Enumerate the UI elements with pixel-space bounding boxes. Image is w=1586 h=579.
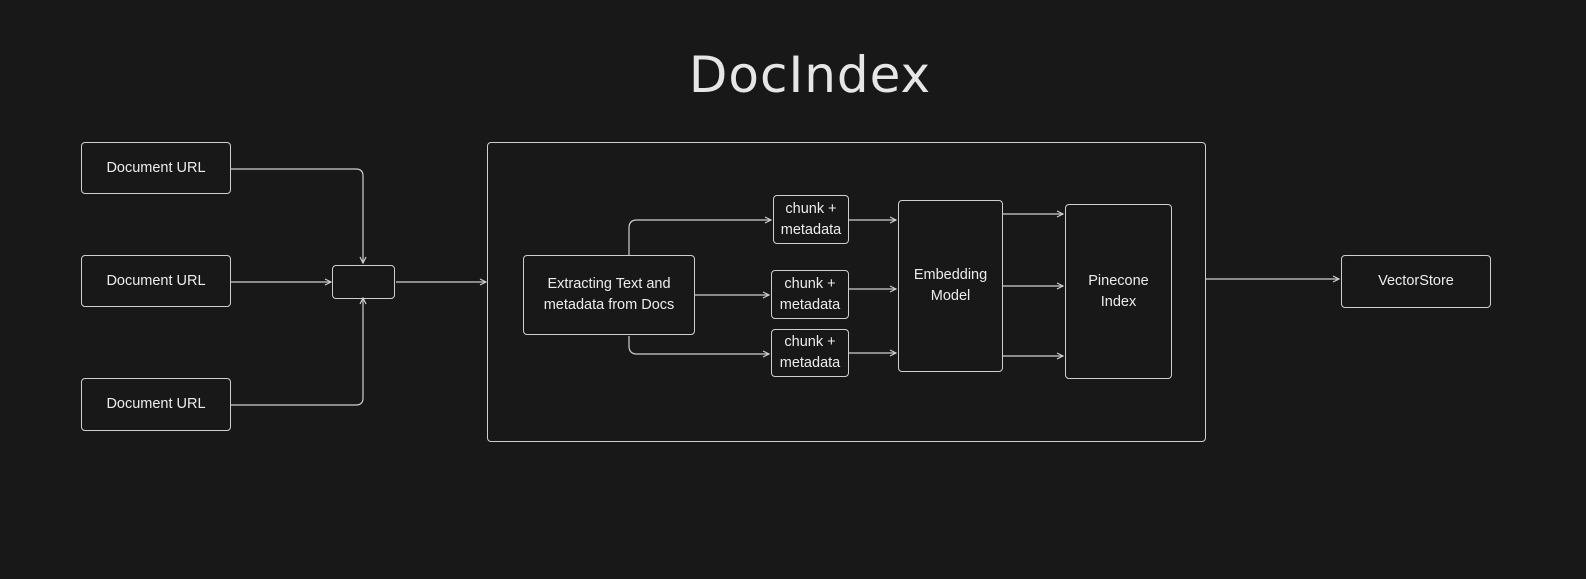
- chunk-label-line2: metadata: [779, 355, 841, 371]
- document-url-label: Document URL: [106, 396, 206, 412]
- chunk-label-line1: chunk +: [784, 334, 836, 350]
- pipeline-container: [487, 142, 1206, 442]
- pinecone-index-node: Pinecone Index: [1065, 204, 1172, 379]
- vectorstore-label: VectorStore: [1378, 273, 1454, 289]
- diagram-title: DocIndex: [688, 46, 932, 104]
- document-url-label: Document URL: [106, 159, 206, 176]
- embedding-model-node: Embedding Model: [898, 200, 1003, 372]
- edge-extract-chunk3: [628, 336, 769, 354]
- document-url-label: Document URL: [106, 272, 206, 289]
- embedding-label-line2: Model: [930, 288, 971, 304]
- edge-url3-merge: [230, 298, 363, 406]
- extractor-node: Extracting Text and metadata from Docs: [523, 255, 695, 335]
- document-url-node-3: Document URL: [81, 378, 231, 431]
- chunk-label-line1: chunk +: [784, 275, 836, 292]
- chunk-label-line2: metadata: [779, 296, 841, 313]
- edge-extract-chunk1: [628, 220, 771, 255]
- chunk-label-line1: chunk +: [785, 200, 837, 217]
- document-url-node-1: Document URL: [81, 142, 231, 194]
- edge-url1-merge: [230, 168, 363, 263]
- extractor-label-line2: metadata from Docs: [543, 297, 675, 313]
- extractor-label-line1: Extracting Text and: [547, 276, 671, 292]
- chunk-node-1: chunk + metadata: [773, 195, 849, 244]
- chunk-label-line2: metadata: [780, 221, 842, 238]
- chunk-node-3: chunk + metadata: [771, 329, 849, 377]
- chunk-node-2: chunk + metadata: [771, 270, 849, 319]
- index-label-line2: Index: [1100, 293, 1137, 310]
- index-label-line1: Pinecone: [1088, 272, 1149, 289]
- embedding-label-line1: Embedding: [913, 267, 988, 283]
- document-url-node-2: Document URL: [81, 255, 231, 307]
- vectorstore-node: VectorStore: [1341, 255, 1491, 308]
- merge-node: [332, 265, 395, 299]
